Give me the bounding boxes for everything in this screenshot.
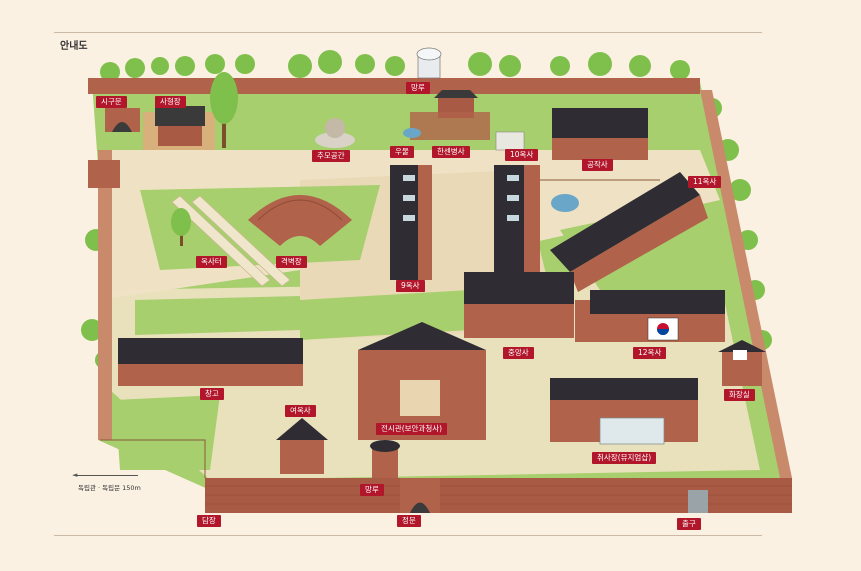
label-mangru-bottom[interactable]: 망루	[360, 484, 384, 496]
restroom-icon	[733, 350, 747, 360]
tree-icon	[171, 208, 191, 246]
scale-note: 독립관 · 독립문 150m	[78, 484, 141, 492]
flag-icon	[647, 317, 679, 341]
tree-icon	[210, 72, 238, 148]
label-yeooksa[interactable]: 여옥사	[285, 405, 316, 417]
label-hwajangsil[interactable]: 화장실	[724, 389, 755, 401]
scale-line	[74, 475, 138, 476]
label-hansenbyeongsa[interactable]: 한센병사	[432, 146, 470, 158]
label-chulgu[interactable]: 출구	[677, 518, 701, 530]
top-rule	[54, 32, 762, 33]
label-changgo[interactable]: 창고	[200, 388, 224, 400]
label-gongjaksa[interactable]: 공작사	[582, 159, 613, 171]
label-ok9[interactable]: 9옥사	[396, 280, 425, 292]
bottom-rule	[54, 535, 762, 536]
label-sahyeongjang[interactable]: 사형장	[155, 96, 186, 108]
label-jeonsigwan[interactable]: 전시관(보안과청사)	[376, 423, 448, 435]
label-ok11[interactable]: 11옥사	[688, 176, 722, 188]
label-damjang[interactable]: 담장	[197, 515, 221, 527]
label-umul[interactable]: 우물	[390, 146, 414, 158]
label-jungangsa[interactable]: 중앙사	[503, 347, 534, 359]
label-gyeokbyeokjang[interactable]: 격벽장	[276, 256, 307, 268]
page-title: 안내도	[60, 41, 88, 52]
label-jeongmun[interactable]: 정문	[397, 515, 421, 527]
label-chwisajang[interactable]: 취사장(뮤지엄샵)	[592, 452, 657, 464]
label-chumo[interactable]: 추모공간	[312, 150, 350, 162]
label-oksateo[interactable]: 옥사터	[196, 256, 227, 268]
label-ok12[interactable]: 12옥사	[633, 347, 667, 359]
label-ok10[interactable]: 10옥사	[505, 149, 539, 161]
label-sigumun[interactable]: 시구문	[96, 96, 127, 108]
label-mangru-top[interactable]: 망루	[406, 82, 430, 94]
